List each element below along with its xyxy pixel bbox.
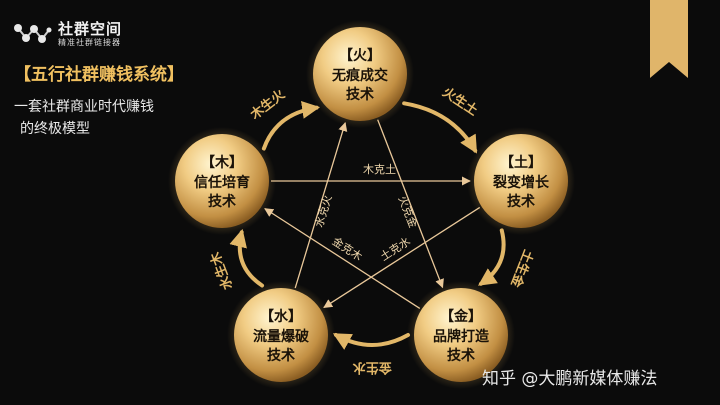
generate-arrow-metal-water [332,333,410,350]
generate-label-metal-water: 金生水 [352,359,393,375]
node-earth-tag: 【土】 [500,154,542,171]
node-earth-line1: 裂变增长 [492,174,550,191]
node-water-sphere [234,288,328,382]
watermark: 知乎 @大鹏新媒体赚法 [482,369,658,389]
control-arrow-water-fire [294,121,348,289]
generate-arrow-wood-fire [261,100,321,151]
control-arrow-fire-metal [377,119,444,289]
node-water-line2: 技术 [267,347,295,364]
node-wood-tag: 【木】 [201,154,243,171]
node-wood-line2: 技术 [208,193,236,210]
control-arrow-earth-water [323,206,481,309]
bookmark-ribbon-icon [650,0,688,78]
control-label-wood-earth: 木克土 [363,163,396,176]
node-earth-sphere [474,134,568,228]
molecule-logo-icon [14,24,52,43]
node-wood-line1: 信任培育 [194,174,250,191]
node-metal-tag: 【金】 [440,308,482,325]
node-fire-tag: 【火】 [339,48,381,64]
control-label-water-fire: 水克火 [313,194,335,229]
control-label-metal-wood: 金克木 [330,234,365,264]
node-metal-sphere [414,288,508,382]
generate-arrow-earth-metal [477,228,506,286]
node-water-tag: 【水】 [260,308,302,325]
logo: 社群空间 精准社群链接器 [12,18,152,52]
generate-arrow-fire-earth [402,101,478,154]
node-fire-sphere [313,27,407,121]
generate-arrow-water-wood [229,228,265,288]
element-nodes: 【火】无痕成交技术【土】裂变增长技术【金】品牌打造技术【水】流量爆破技术【木】信… [168,20,575,389]
logo-subtitle: 精准社群链接器 [58,38,121,47]
slide-heading: 【五行社群赚钱系统】 [14,65,184,85]
generate-label-wood-fire: 木生火 [247,86,289,124]
control-label-earth-water: 土克水 [378,235,413,264]
subtitle-line-2: 的终极模型 [20,121,90,137]
node-fire-line1: 无痕成交 [331,67,388,84]
logo-title: 社群空间 [58,20,123,38]
generate-label-fire-earth: 火生土 [439,84,480,119]
node-metal-line2: 技术 [447,347,475,364]
control-label-fire-metal: 火克金 [396,194,421,230]
generate-label-water-wood: 水生木 [207,249,236,292]
node-fire-line2: 技术 [346,86,374,103]
node-earth-line2: 技术 [507,193,535,210]
node-water-line1: 流量爆破 [253,328,309,345]
subtitle-line-1: 一套社群商业时代赚钱 [14,99,154,115]
node-wood-sphere [175,134,269,228]
generate-label-earth-metal: 土生金 [507,247,536,290]
control-arrow-metal-wood [264,208,421,310]
node-metal-line1: 品牌打造 [433,328,489,345]
